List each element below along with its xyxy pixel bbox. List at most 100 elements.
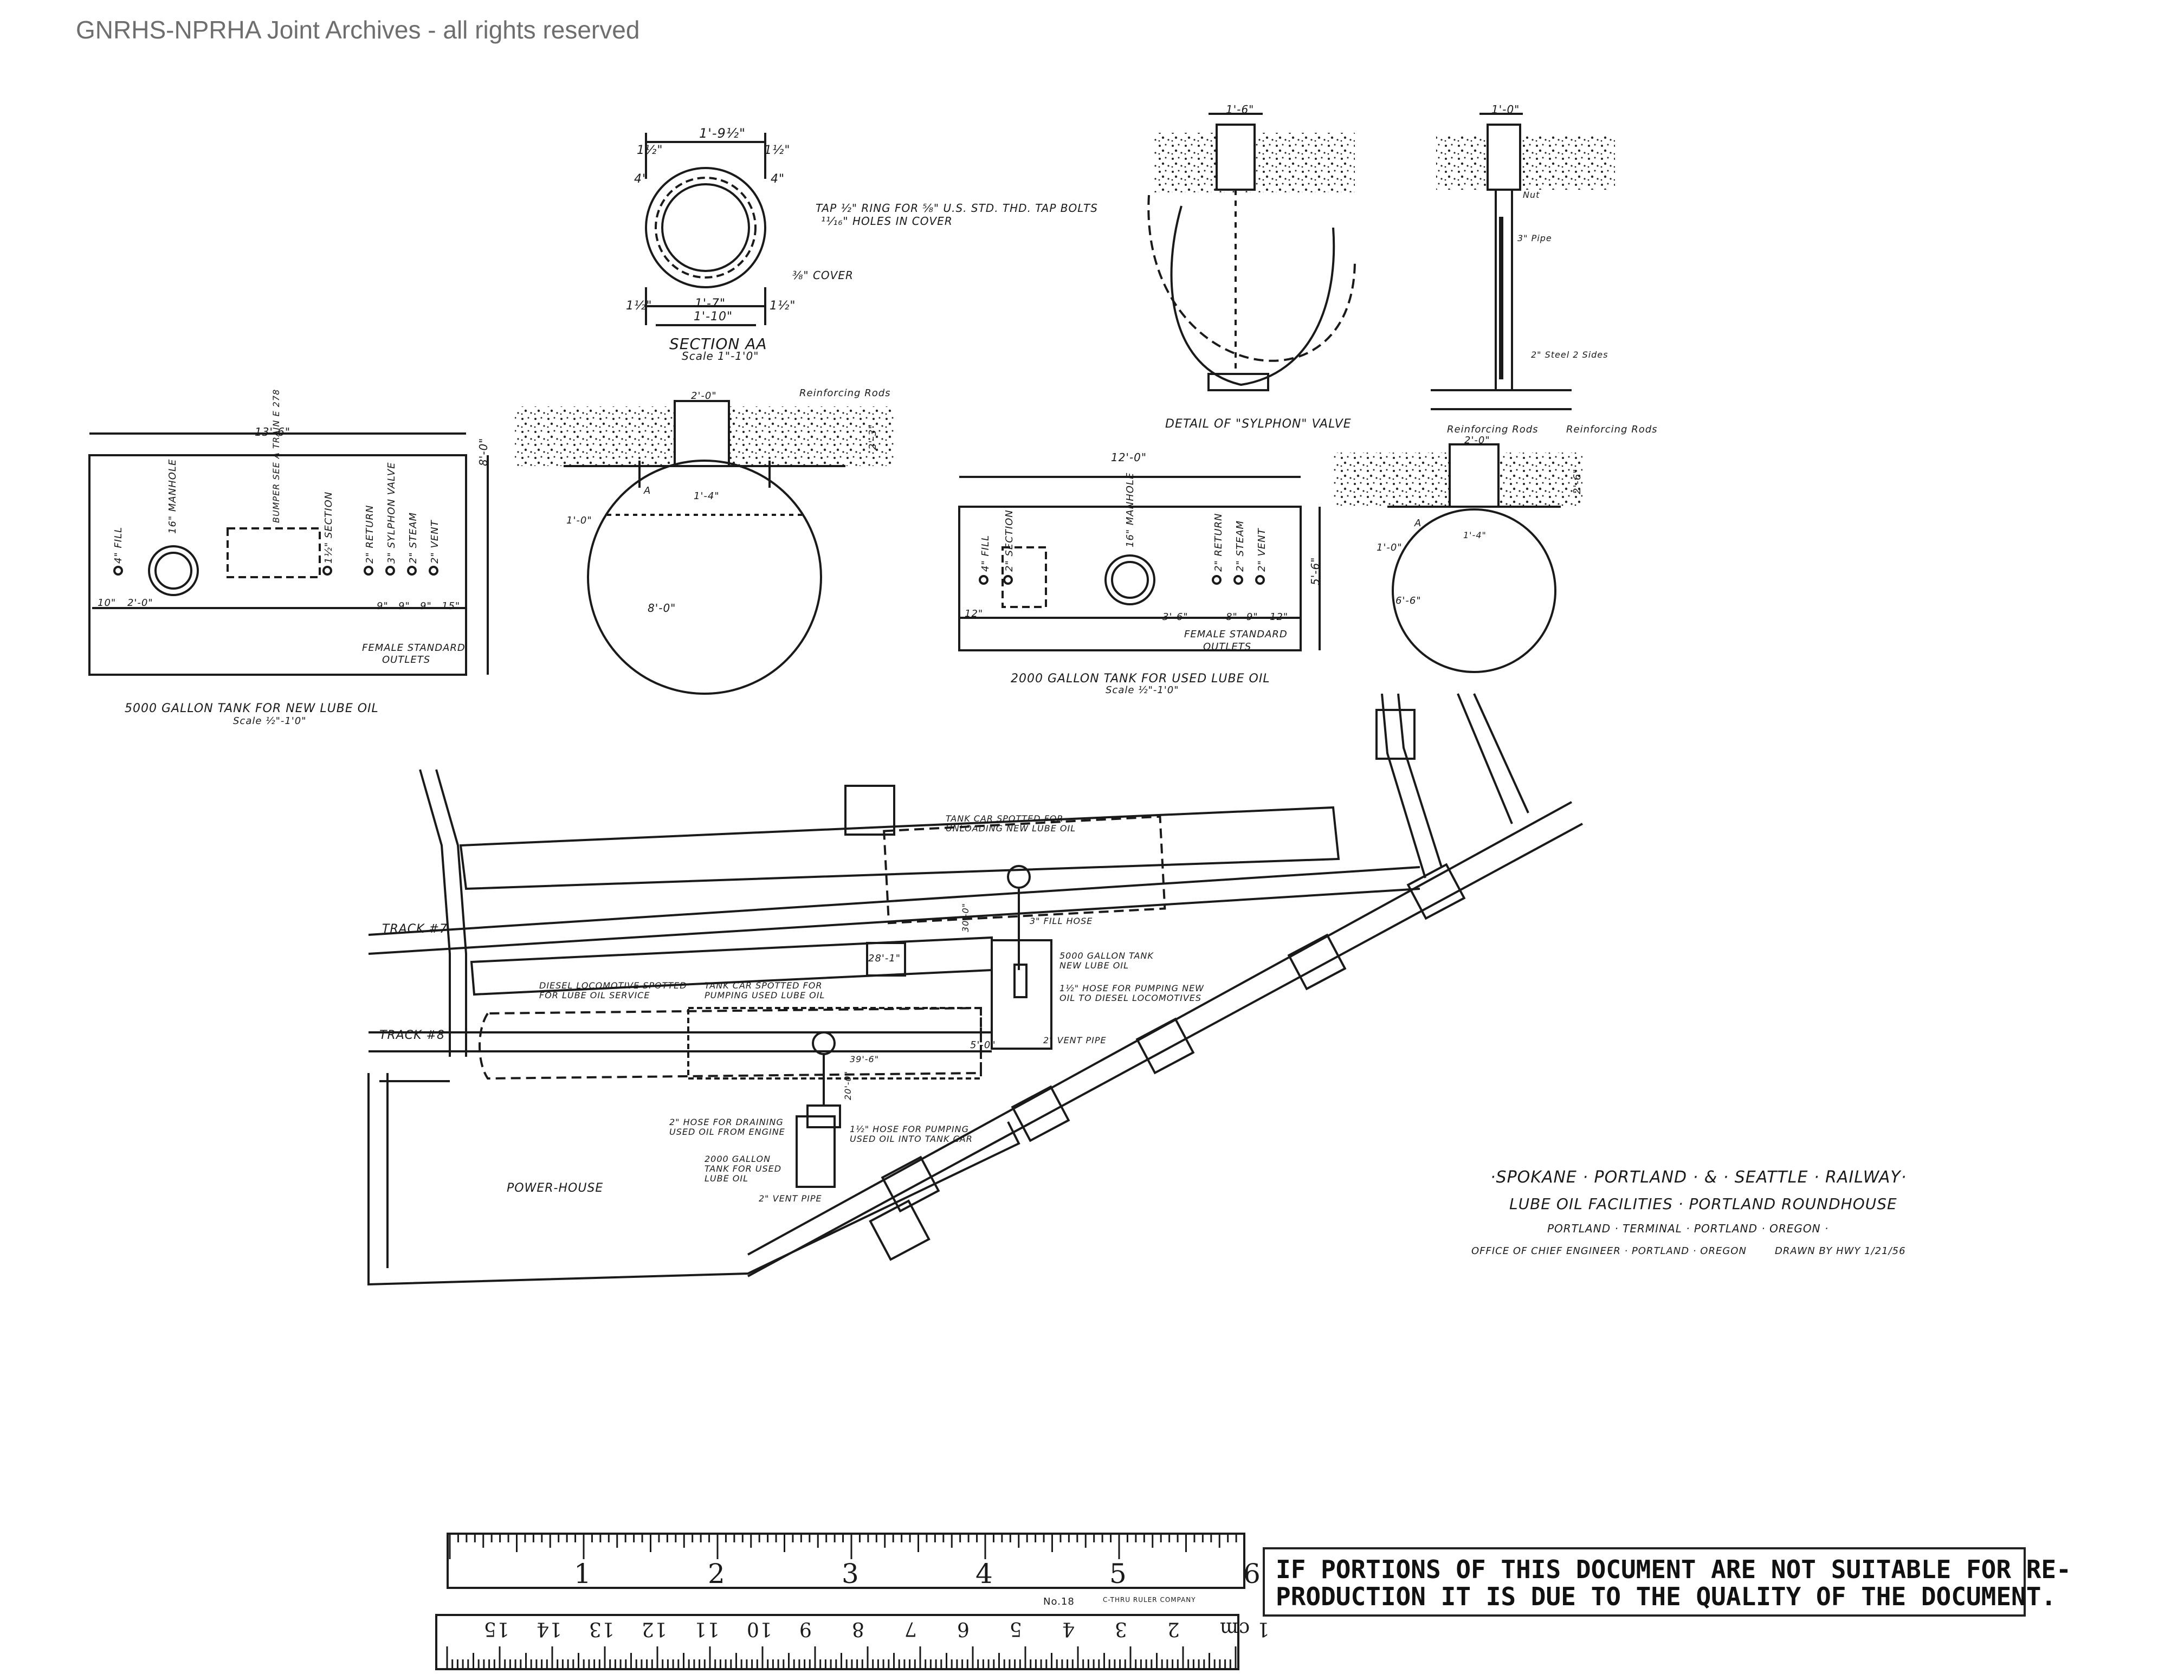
ruler-inch-number: 2 [708,1558,726,1589]
ruler-cm-number: 13 [589,1618,615,1640]
tank5000-dim-2: 2'-0" [127,597,153,609]
section-aa-scale: Scale 1"-1'0" [682,350,759,363]
dim-50-label: 5'-0" [970,1039,996,1051]
ruler-inch-number: 4 [975,1558,993,1589]
pipe-detail [1431,113,1615,410]
tank2000-sec-dim-top: 2'-0" [1464,435,1490,446]
tank2000-dim-9: 9" [1246,611,1258,623]
tank2000-width: 5'-6" [1309,557,1322,585]
sylphon-valve-detail [1147,113,1356,391]
tank5000-dim-10: 10" [98,597,117,609]
tank2000-sec-dim-neck: 1'-4" [1463,530,1487,540]
tank2000-return: 2" RETURN [1213,513,1224,572]
tank2000-caption: 2000 GALLON TANK FOR USED LUBE OIL [1011,672,1270,686]
tank2000-vent: 2" VENT [1256,528,1268,572]
dim-39-label: 39'-6" [850,1054,880,1064]
dim-28-label: 28'-1" [868,953,901,964]
power-house-label: POWER-HOUSE [507,1181,604,1195]
ruler-cm-number: 9 [799,1618,812,1640]
tank5000-sec-dim-neck: 1'-4" [694,490,720,502]
title-railway: ·SPOKANE · PORTLAND · & · SEATTLE · RAIL… [1490,1168,1907,1187]
title-drawn: DRAWN BY HWY 1/21/56 [1775,1245,1906,1257]
tank2000-dim-36: 3'-6" [1162,611,1188,623]
ruler-cm-number: 2 [1167,1618,1180,1640]
ruler-cm-number: 4 [1062,1618,1075,1640]
section-aa-dim-right-4: 4" [771,172,785,186]
ruler-cm-number: 3 [1114,1618,1127,1640]
ruler-inch-number: 5 [1109,1558,1127,1589]
section-aa-holes-note: ¹¹⁄₁₆" HOLES IN COVER [821,215,953,228]
dim-20-label: 20'-0" [843,1070,853,1100]
tank2000-sec-marker-a: A [1414,518,1422,529]
fill-hose-label: 3" FILL HOSE [1030,916,1093,926]
pipe-note-pipe: 3" Pipe [1517,233,1552,243]
hose-new-label: 1½" HOSE FOR PUMPING NEW OIL TO DIESEL L… [1059,983,1204,1003]
tank2000-sec-reinforcing: Reinforcing Rods [1566,424,1658,435]
tank5000-section: 1½" SECTION [323,491,334,564]
tank-5000-plan [88,432,489,676]
tank-5000-section [515,400,894,695]
ruler-cm-number: 10 [746,1618,772,1640]
ruler-cm-number: 6 [957,1618,970,1640]
pipe-note-nut: Nut [1523,190,1540,200]
tank5000-sec-dim-right: 2'-3" [867,424,878,450]
ruler-cm-number: 8 [851,1618,864,1640]
site-plan [367,693,1583,1286]
section-aa-dim-bottom-right: 1½" [770,299,796,313]
ruler-inch-number: 1 [574,1558,592,1589]
tank2000-sec-dim-side: 1'-0" [1377,542,1403,553]
hose-pump-label: 1½" HOSE FOR PUMPING USED OIL INTO TANK … [850,1124,973,1144]
vent-pipe-1-label: 2" VENT PIPE [1043,1035,1107,1045]
ruler-ticks [446,1535,1237,1668]
ruler-inch-number: 6 [1243,1558,1261,1589]
tank2000-dim-12b: 12" [1270,611,1289,623]
sylphon-caption: DETAIL OF "SYLPHON" VALVE [1165,417,1352,431]
quality-notice: IF PORTIONS OF THIS DOCUMENT ARE NOT SUI… [1263,1547,2071,1617]
tank2000-outlets-1: FEMALE STANDARD [1184,629,1288,640]
section-aa-dim-bottom-total: 1'-10" [694,310,733,324]
pipe-reinforcing: Reinforcing Rods [1447,424,1539,435]
tank5000-caption: 5000 GALLON TANK FOR NEW LUBE OIL [125,702,379,715]
tank5000-dim-9c: 9" [420,600,432,612]
vent-pipe-2-label: 2" VENT PIPE [759,1193,822,1204]
tank-2000-plan [958,476,1321,651]
section-aa-dim-left-top: 1½" [637,144,663,157]
tank2000-length: 12'-0" [1111,451,1147,464]
notice-line-2: PRODUCTION IT IS DUE TO THE QUALITY OF T… [1276,1582,2057,1611]
ruler-cm-number: 1 cm [1219,1618,1270,1640]
ruler-cm-number: 5 [1009,1618,1022,1640]
tank2000-section: 2" SECTION [1004,509,1015,572]
tank2000-sec-dim-dia: 6'-6" [1395,595,1421,606]
tank5000-scale: Scale ½"-1'0" [233,715,307,727]
section-aa-dim-bottom-mid: 1'-7" [695,297,726,311]
diesel-spotted-label: DIESEL LOCOMOTIVE SPOTTED FOR LUBE OIL S… [539,980,687,1000]
dim-30-label: 30'-0" [960,902,971,932]
notice-line-1: IF PORTIONS OF THIS DOCUMENT ARE NOT SUI… [1276,1555,2071,1584]
tank-car-used-label: TANK CAR SPOTTED FOR PUMPING USED LUBE O… [705,980,825,1000]
tank5000-sec-dim-top: 2'-0" [691,390,717,402]
ruler-cm-number: 14 [536,1618,562,1640]
tank2000-manhole: 16" MANHOLE [1125,472,1136,547]
ruler-cm-number: 12 [641,1618,667,1640]
tank2000-steam: 2" STEAM [1235,520,1246,572]
tank-2000-section [1333,443,1582,673]
tank5000-vent: 2" VENT [429,520,441,564]
tank5000-valve: 3" SYLPHON VALVE [386,462,397,564]
pipe-dim-top: 1'-0" [1491,103,1520,116]
ruler-cm-number: 11 [694,1618,720,1640]
tank5000-outlets-1: FEMALE STANDARD [362,642,466,654]
pipe-note-steel: 2" Steel 2 Sides [1531,350,1608,360]
tank2000-fill: 4" FILL [980,534,991,572]
tank5000-sec-dim-dia: 8'-0" [648,602,676,615]
hose-drain-label: 2" HOSE FOR DRAINING USED OIL FROM ENGIN… [669,1117,785,1137]
tank5000-bumper: BUMPER SEE A TRAIN E 278 [271,389,281,523]
tank2000-dim-12: 12" [965,608,984,619]
tank5000-dim-9b: 9" [398,600,410,612]
tank-car-new-label: TANK CAR SPOTTED FOR UNLOADING NEW LUBE … [946,813,1076,833]
track-8-label: TRACK #8 [379,1029,445,1042]
tank5000-manhole: 16" MANHOLE [167,458,178,534]
tank5000-dim-9a: 9" [377,600,389,612]
section-aa-dim-left-4: 4" [634,172,649,186]
archive-watermark: GNRHS-NPRHA Joint Archives - all rights … [76,16,640,44]
section-aa-dim-overall: 1'-9½" [699,126,746,141]
